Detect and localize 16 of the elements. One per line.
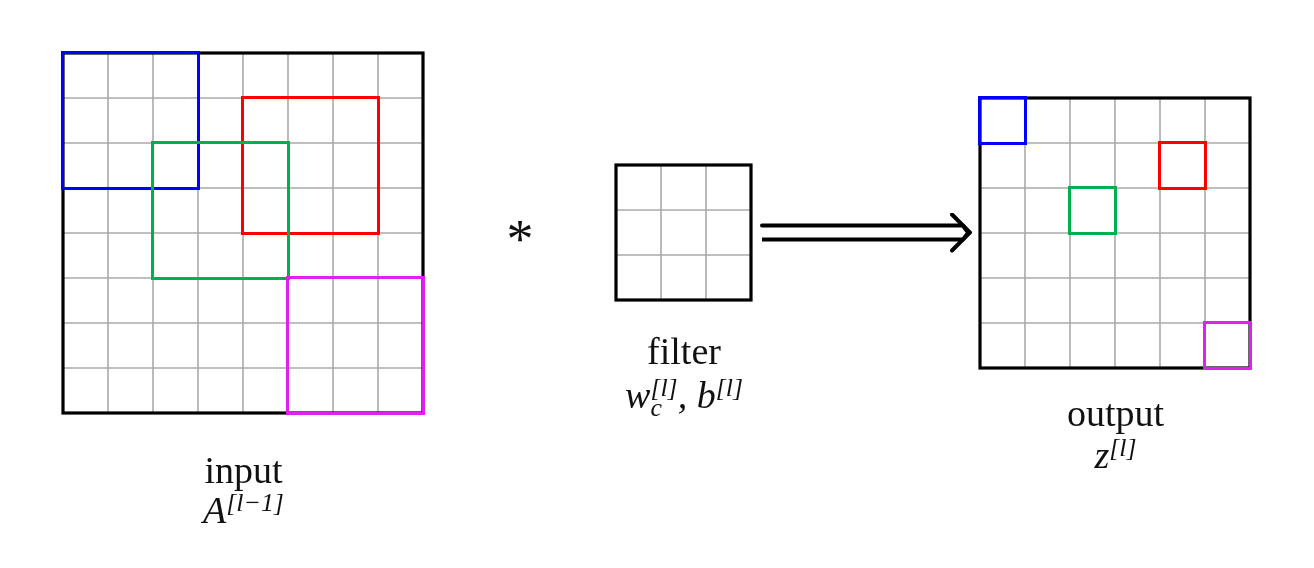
sliding-window-outline [241, 96, 380, 235]
convolution-operator: * [505, 212, 535, 266]
grid-label: filter [647, 331, 721, 371]
output-cell-outline [978, 96, 1027, 145]
grid-label: output [1066, 393, 1165, 433]
output-cell-outline [1203, 321, 1252, 370]
sliding-window-outline [286, 276, 425, 415]
sliding-window-outline [151, 141, 290, 280]
sliding-window-outline [61, 51, 200, 190]
math-notation: w$_{c}$$^{[l]}$, b$^{[l]}$ [625, 375, 743, 415]
double-arrow [760, 212, 972, 253]
output-cell-outline [1158, 141, 1207, 190]
output-cell-outline [1068, 186, 1117, 235]
math-notation: A$^{[l−1]}$ [203, 490, 284, 530]
grid-label: input [204, 450, 283, 490]
math-notation: z$^{[l]}$ [1094, 435, 1137, 475]
